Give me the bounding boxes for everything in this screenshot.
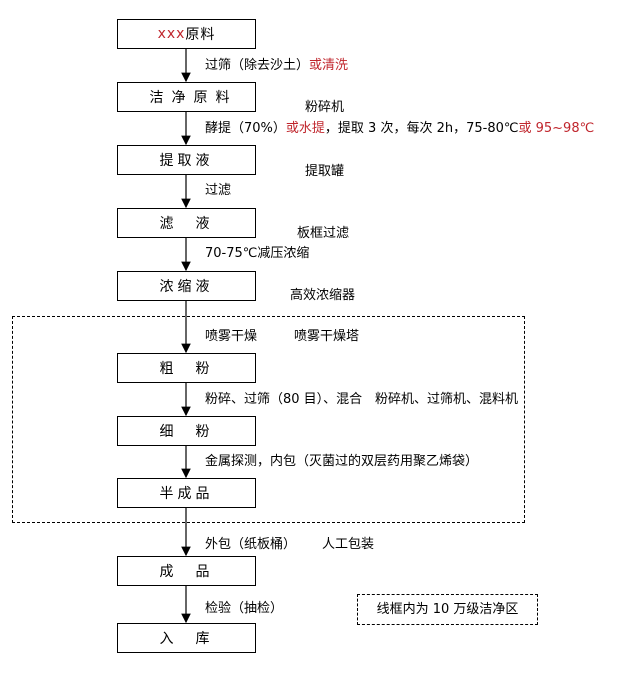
legend-box: 线框内为 10 万级洁净区	[357, 594, 538, 625]
box-storage: 入 库	[117, 623, 256, 653]
equip-plate-filter: 板框过滤	[297, 226, 350, 241]
box-fine-powder: 细 粉	[117, 416, 256, 446]
box-filtrate: 滤 液	[117, 208, 256, 238]
step-filter: 过滤	[205, 183, 232, 198]
box-concentrate: 浓缩液	[117, 271, 256, 301]
raw-prefix: xxx	[157, 26, 186, 42]
step-spray-dry: 喷雾干燥	[205, 329, 258, 344]
equip-manual-pack: 人工包装	[322, 537, 375, 552]
equip-extraction-tank: 提取罐	[305, 164, 345, 179]
step-extraction: 酵提（70%）或水提，提取 3 次，每次 2h，75-80℃或 95~98℃	[205, 121, 595, 136]
step-inspect: 检验（抽检）	[205, 601, 284, 616]
box-clean-material: 洁净原料	[117, 82, 256, 112]
step-crush-sieve: 粉碎、过筛（80 目）、混合	[205, 392, 363, 407]
box-semi-product: 半成品	[117, 478, 256, 508]
step-sieve: 过筛（除去沙土）或清洗	[205, 58, 349, 73]
legend-text: 线框内为 10 万级洁净区	[376, 601, 519, 617]
step-inner-pack: 金属探测，内包（灭菌过的双层药用聚乙烯袋）	[205, 454, 479, 469]
equip-crusher: 粉碎机	[305, 100, 345, 115]
equip-concentrator: 高效浓缩器	[290, 288, 356, 303]
equip-spray-tower: 喷雾干燥塔	[294, 329, 360, 344]
box-product: 成 品	[117, 556, 256, 586]
box-coarse-powder: 粗 粉	[117, 353, 256, 383]
step-outer-pack: 外包（纸板桶）	[205, 537, 297, 552]
box-raw-material: xxx 原料	[117, 19, 256, 49]
box-extract: 提取液	[117, 145, 256, 175]
equip-crush-mix: 粉碎机、过筛机、混料机	[375, 392, 519, 407]
clean-area-frame	[12, 316, 525, 523]
step-concentrate: 70-75℃减压浓缩	[205, 246, 310, 261]
raw-text: 原料	[185, 27, 216, 43]
